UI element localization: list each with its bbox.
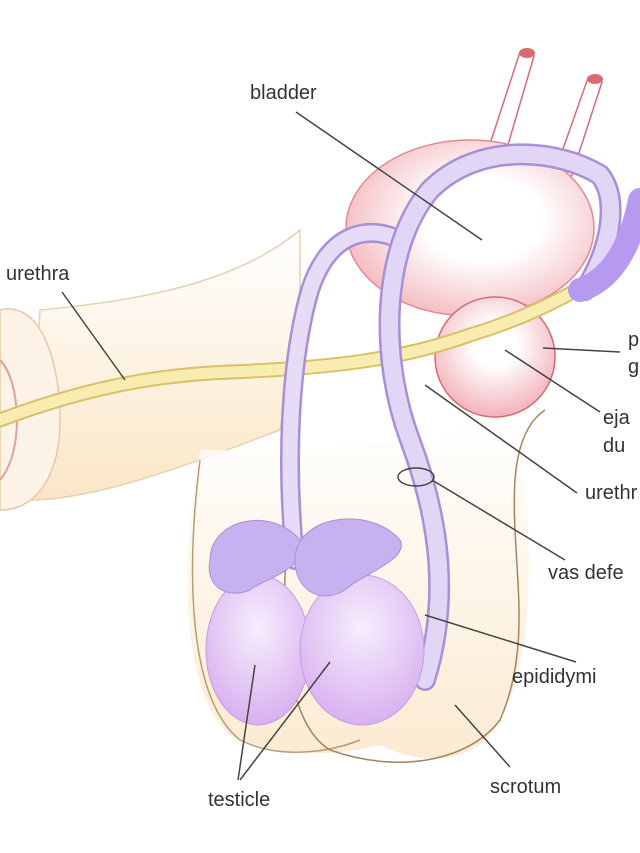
label-ejaculatory-line1: eja — [603, 407, 630, 429]
label-urethra-right: urethr — [585, 482, 638, 504]
label-vas-deferens: vas defe — [548, 562, 624, 584]
label-prostate-line2: g — [628, 356, 640, 378]
label-testicle: testicle — [208, 789, 271, 811]
label-urethra: urethra — [6, 263, 70, 285]
label-epididymis: epididymi — [512, 666, 597, 688]
label-bladder: bladder — [250, 82, 317, 104]
label-ejaculatory-line2: du — [603, 435, 626, 457]
testicles — [205, 518, 425, 726]
prostate-shape — [434, 296, 556, 418]
label-prostate-line1: p — [628, 329, 640, 351]
label-scrotum: scrotum — [490, 776, 562, 798]
vas-deferens — [280, 143, 640, 691]
leader-lines — [61, 111, 621, 781]
